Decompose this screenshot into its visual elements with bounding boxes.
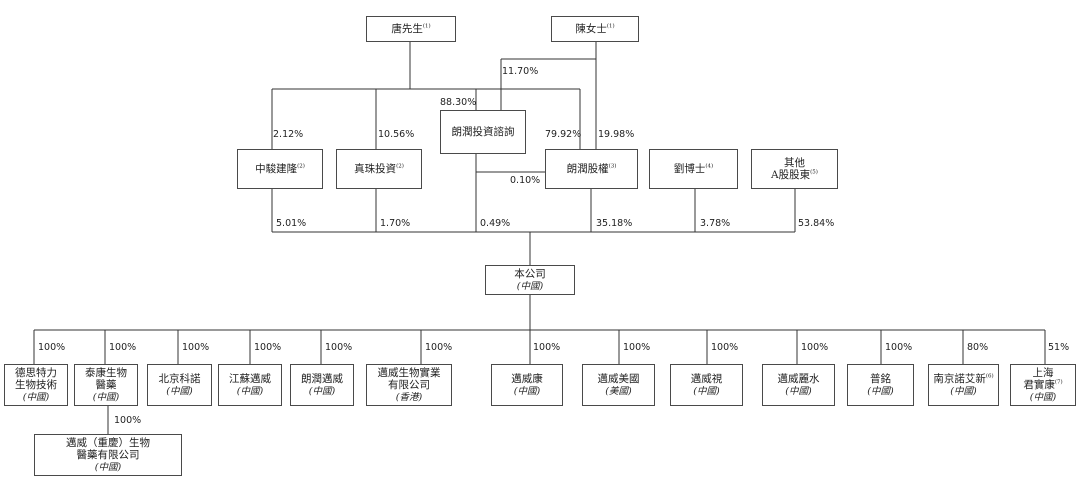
entity-zhongjun-label: 中駿建隆(2) — [255, 162, 305, 175]
subsidiary-s13: 上海 君實康(7) (中國) — [1010, 364, 1076, 406]
pct-tang-zhenzhu: 10.56% — [378, 129, 415, 140]
subsidiary-s6: 邁威生物實業 有限公司 (香港) — [366, 364, 452, 406]
subsidiary-s1-label-2: 生物技術 — [15, 379, 57, 392]
subsidiary-s5-label-1: 朗潤邁威 — [301, 373, 343, 386]
entity-zhenzhu-label: 真珠投資(2) — [354, 162, 404, 175]
subsidiary-s1-label-1: 德思特力 — [15, 367, 57, 380]
entity-consult: 朗潤投資諮詢 — [440, 110, 526, 154]
subsidiary-s1-jurisdiction: (中國) — [22, 391, 50, 403]
subsidiary-s7-jurisdiction: (中國) — [513, 385, 541, 397]
subsidiary-s1: 德思特力 生物技術 (中國) — [4, 364, 68, 406]
pct-s8: 100% — [623, 342, 651, 353]
entity-others-label-1: 其他 — [784, 156, 805, 169]
subsidiary-s8-jurisdiction: (美國) — [605, 385, 632, 397]
pct-s12: 80% — [967, 342, 989, 353]
subsidiary-s10-jurisdiction: (中國) — [785, 385, 812, 397]
pct-s9: 100% — [711, 342, 739, 353]
subsidiary-s9: 邁威視 (中國) — [670, 364, 743, 406]
entity-tang: 唐先生(1) — [366, 16, 456, 42]
subsidiary-s3-jurisdiction: (中國) — [166, 385, 193, 397]
entity-consult-label: 朗潤投資諮詢 — [451, 125, 515, 138]
subsidiary-s2-label-2: 醫藥 — [95, 379, 117, 392]
pct-zhenzhu-company: 1.70% — [380, 218, 411, 229]
subsidiary-s6-label-1: 邁威生物實業 — [377, 367, 441, 380]
entity-chen: 陳女士(1) — [551, 16, 639, 42]
subsidiary-s11-label-1: 普銘 — [870, 373, 891, 386]
subsidiary-s13-label-2: 君實康(7) — [1023, 379, 1063, 392]
pct-liu-company: 3.78% — [700, 218, 731, 229]
entity-company-label: 本公司 — [514, 268, 546, 281]
subsidiary-s10-label-1: 邁威麗水 — [777, 373, 820, 386]
entity-langrun-label: 朗潤股權(3) — [566, 162, 617, 175]
entity-zhenzhu: 真珠投資(2) — [336, 149, 422, 189]
pct-consult-langrun-small: 0.10% — [510, 175, 541, 186]
entity-others-label-2: A股股東(5) — [771, 169, 818, 181]
pct-s4: 100% — [254, 342, 282, 353]
pct-s6: 100% — [425, 342, 453, 353]
subsidiary-s2a-jurisdiction: (中國) — [94, 461, 122, 473]
subsidiary-s12-jurisdiction: (中國) — [950, 385, 977, 397]
subsidiary-s8: 邁威美國 (美國) — [582, 364, 655, 406]
pct-s3: 100% — [182, 342, 210, 353]
pct-s7: 100% — [533, 342, 561, 353]
pct-tang-zhongjun: 2.12% — [273, 129, 304, 140]
pct-s5: 100% — [325, 342, 353, 353]
subsidiary-s6-label-2: 有限公司 — [388, 379, 430, 392]
subsidiary-s2: 泰康生物 醫藥 (中國) — [74, 364, 138, 406]
subsidiary-s4-label-1: 江蘇邁威 — [229, 373, 271, 386]
subsidiary-s4-jurisdiction: (中國) — [236, 385, 264, 397]
subsidiary-s10: 邁威麗水 (中國) — [762, 364, 835, 406]
subsidiary-s4: 江蘇邁威 (中國) — [218, 364, 282, 406]
subsidiary-s12: 南京諾艾新(6) (中國) — [928, 364, 999, 406]
subsidiary-s6-jurisdiction: (香港) — [395, 391, 423, 403]
entity-others: 其他 A股股東(5) — [751, 149, 838, 189]
pct-langrun-company: 35.18% — [596, 218, 633, 229]
subsidiary-s7-label-1: 邁威康 — [511, 373, 543, 386]
pct-s2a: 100% — [114, 415, 142, 426]
pct-others-company: 53.84% — [798, 218, 835, 229]
subsidiary-s7: 邁威康 (中國) — [491, 364, 563, 406]
subsidiary-s9-jurisdiction: (中國) — [693, 385, 720, 397]
pct-consult-langrun: 79.92% — [545, 129, 582, 140]
subsidiary-s11-jurisdiction: (中國) — [867, 385, 894, 397]
pct-tang-chen-link: 11.70% — [502, 66, 539, 77]
entity-tang-label: 唐先生(1) — [391, 22, 431, 35]
entity-liu: 劉博士(4) — [649, 149, 738, 189]
subsidiary-s5: 朗潤邁威 (中國) — [290, 364, 354, 406]
subsidiary-s9-label-1: 邁威視 — [690, 373, 723, 386]
subsidiary-s3-label-1: 北京科諾 — [158, 373, 201, 386]
entity-company-jurisdiction: (中國) — [516, 280, 544, 292]
pct-s13: 51% — [1048, 342, 1070, 353]
subsidiary-s2a-label-2: 醫藥有限公司 — [76, 449, 140, 462]
subsidiary-s8-label-1: 邁威美國 — [597, 373, 640, 386]
subsidiary-s3: 北京科諾 (中國) — [147, 364, 212, 406]
pct-s11: 100% — [885, 342, 913, 353]
subsidiary-s2a-label-1: 邁威（重慶）生物 — [66, 437, 150, 450]
pct-tang-consult: 88.30% — [440, 97, 477, 108]
subsidiary-s5-jurisdiction: (中國) — [308, 385, 336, 397]
entity-chen-label: 陳女士(1) — [575, 22, 615, 35]
subsidiary-s2-label-1: 泰康生物 — [85, 367, 127, 380]
entity-company: 本公司 (中國) — [485, 265, 575, 295]
subsidiary-s2-jurisdiction: (中國) — [92, 391, 120, 403]
entity-langrun: 朗潤股權(3) — [545, 149, 638, 189]
pct-s10: 100% — [801, 342, 829, 353]
subsidiary-s13-jurisdiction: (中國) — [1029, 391, 1057, 403]
subsidiary-s2a: 邁威（重慶）生物 醫藥有限公司 (中國) — [34, 434, 182, 476]
pct-consult-company: 0.49% — [480, 218, 511, 229]
subsidiary-s11: 普銘 (中國) — [847, 364, 914, 406]
pct-zhongjun-company: 5.01% — [276, 218, 307, 229]
subsidiary-s12-label-1: 南京諾艾新(6) — [933, 373, 994, 386]
pct-s1: 100% — [38, 342, 66, 353]
subsidiary-s13-label-1: 上海 — [1032, 367, 1054, 380]
entity-zhongjun: 中駿建隆(2) — [237, 149, 323, 189]
pct-s2: 100% — [109, 342, 137, 353]
pct-chen-langrun: 19.98% — [598, 129, 635, 140]
entity-liu-label: 劉博士(4) — [673, 162, 714, 175]
